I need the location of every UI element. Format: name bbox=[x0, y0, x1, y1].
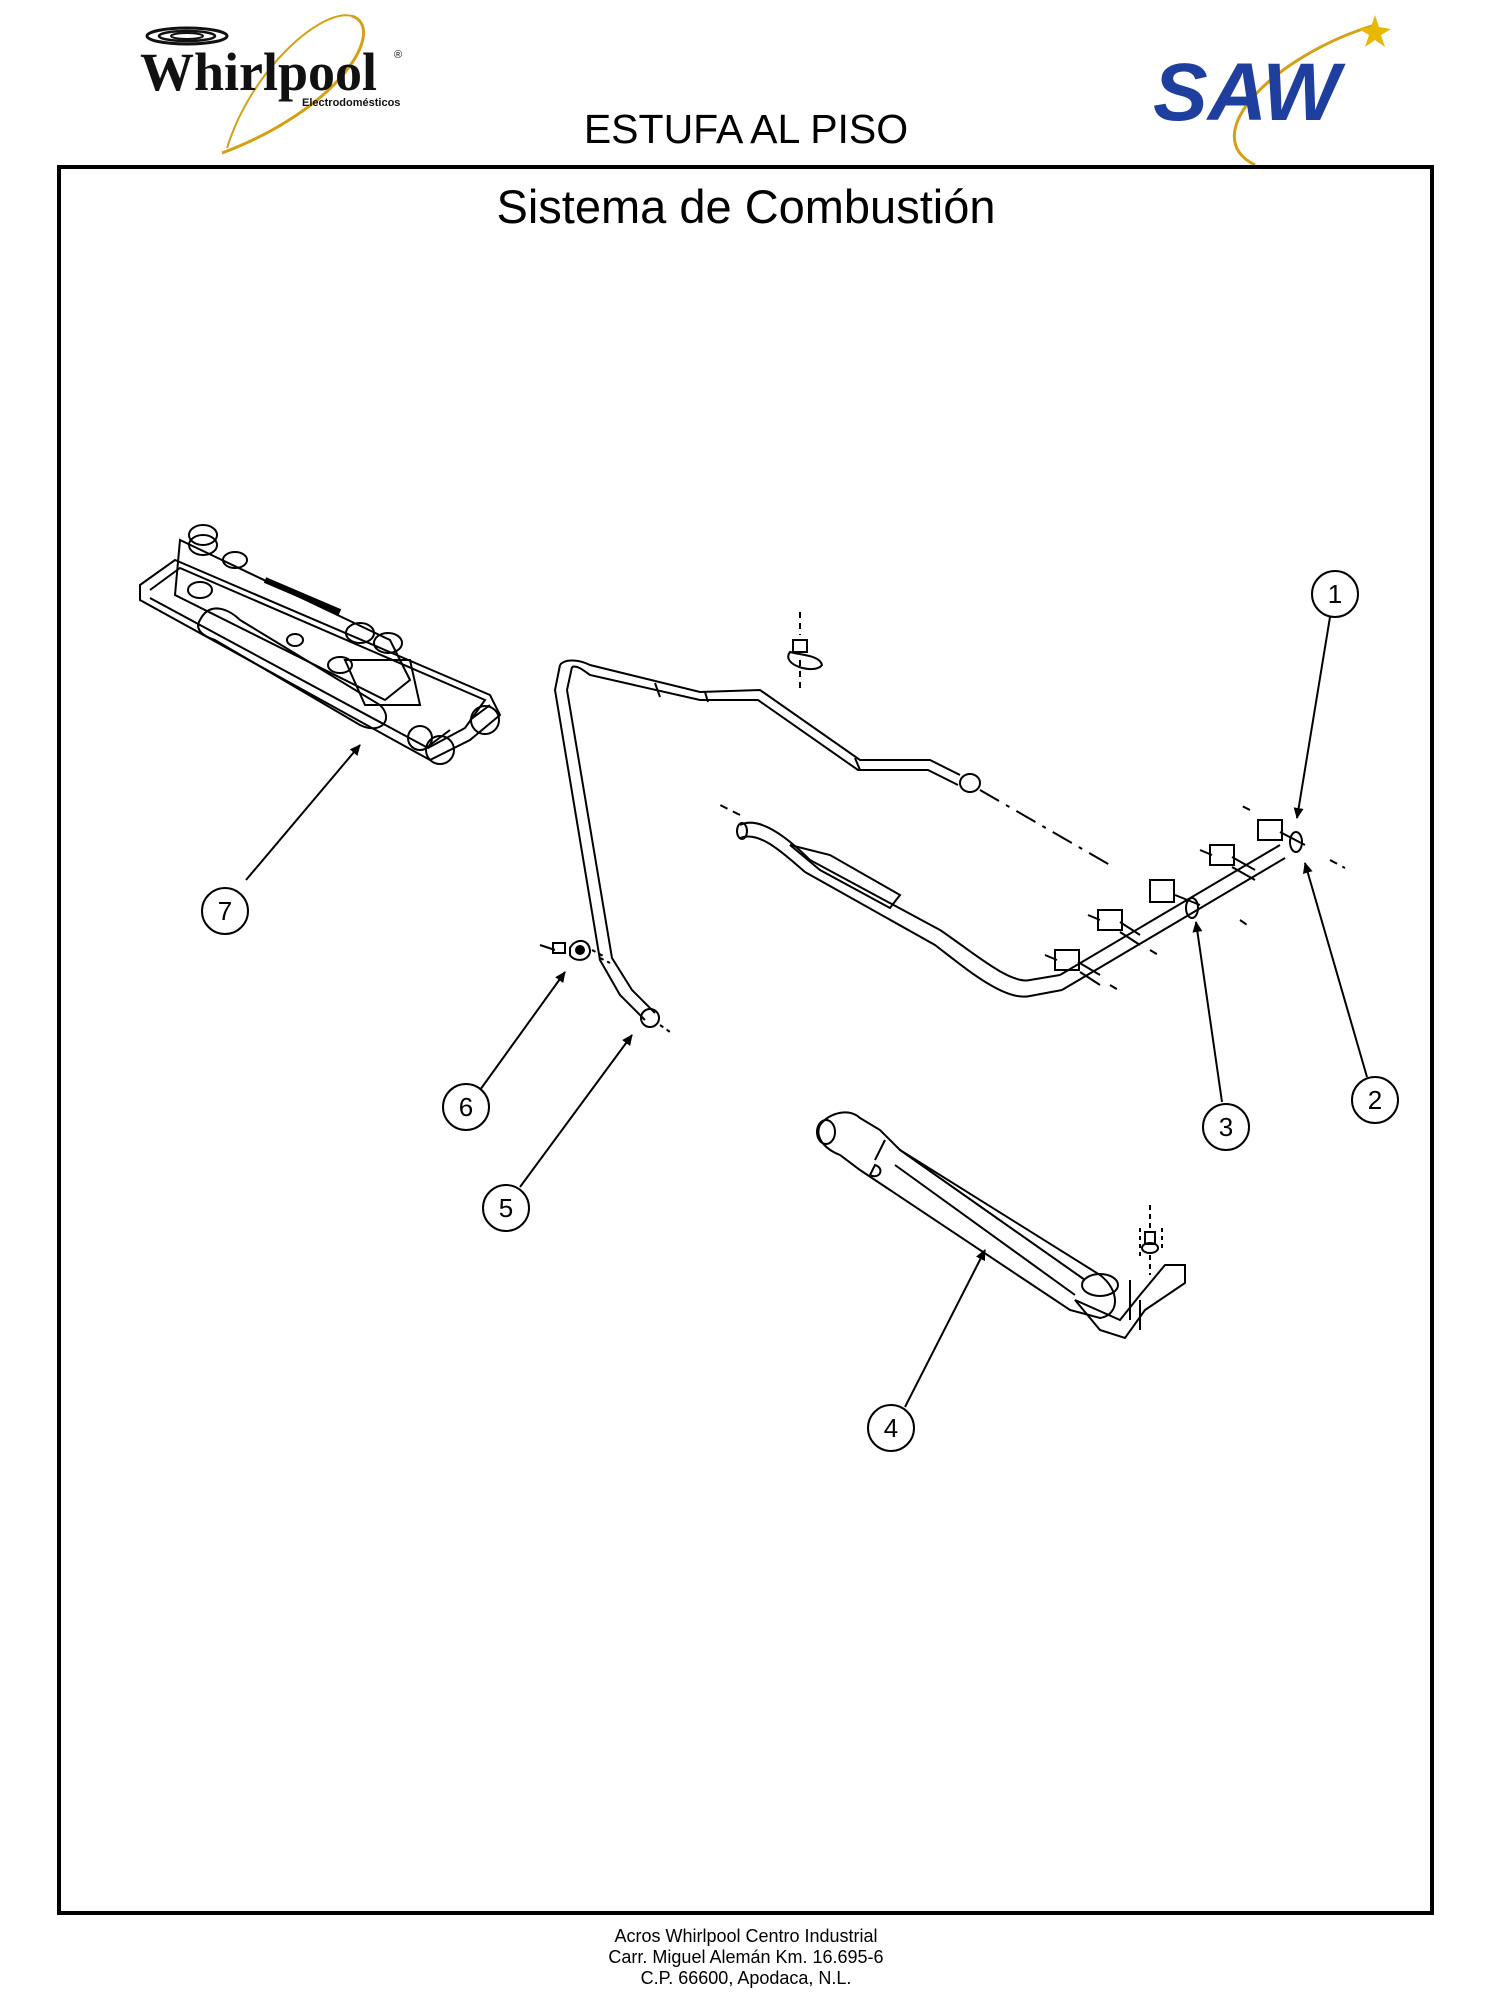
leader-4 bbox=[904, 1249, 986, 1408]
callout-3: 3 bbox=[1202, 1103, 1250, 1151]
footer-line-3: C.P. 66600, Apodaca, N.L. bbox=[640, 1968, 852, 1988]
valve-1 bbox=[1044, 949, 1101, 986]
svg-text:Electrodomésticos: Electrodomésticos bbox=[302, 97, 400, 109]
valve-2 bbox=[1087, 909, 1141, 946]
callout-label: 6 bbox=[459, 1092, 473, 1122]
callout-label: 4 bbox=[884, 1413, 898, 1443]
valve-5 bbox=[1257, 819, 1306, 853]
leader-1 bbox=[1293, 616, 1331, 819]
part-7-top-burner-assembly bbox=[139, 524, 502, 765]
leader-lines bbox=[245, 616, 1368, 1408]
leader-5 bbox=[519, 1034, 633, 1188]
footer-line-2: Carr. Miguel Alemán Km. 16.695-6 bbox=[608, 1947, 884, 1967]
parts-1-3-manifold-assembly bbox=[719, 804, 1346, 998]
footer-line-1: Acros Whirlpool Centro Industrial bbox=[614, 1926, 878, 1946]
saw-logo: SAW bbox=[1135, 15, 1395, 170]
part-4-oven-burner bbox=[816, 1111, 1186, 1340]
leader-3 bbox=[1192, 921, 1223, 1103]
svg-text:Whirlpool: Whirlpool bbox=[140, 42, 377, 102]
valve-4 bbox=[1199, 844, 1256, 881]
document-title: ESTUFA AL PISO bbox=[583, 106, 909, 152]
callout-1: 1 bbox=[1311, 570, 1359, 618]
callout-label: 5 bbox=[499, 1193, 513, 1223]
section-title: Sistema de Combustión bbox=[496, 180, 996, 233]
callout-label: 7 bbox=[218, 896, 232, 926]
callout-4: 4 bbox=[867, 1404, 915, 1452]
leader-6 bbox=[479, 971, 566, 1091]
svg-text:SAW: SAW bbox=[1153, 47, 1346, 138]
leader-7 bbox=[245, 744, 361, 881]
whirlpool-logo: Whirlpool ® Electrodomésticos bbox=[112, 8, 412, 158]
part-5-gas-tube bbox=[553, 659, 1111, 1033]
footer-address: Acros Whirlpool Centro Industrial Carr. … bbox=[0, 1926, 1492, 1989]
callout-7: 7 bbox=[201, 887, 249, 935]
diagram-frame bbox=[57, 165, 1434, 1915]
callout-5: 5 bbox=[482, 1184, 530, 1232]
callout-label: 2 bbox=[1368, 1085, 1382, 1115]
part-6-screw-clip bbox=[539, 940, 611, 964]
leader-2 bbox=[1302, 862, 1368, 1078]
part-top-clip bbox=[787, 612, 824, 688]
svg-text:®: ® bbox=[394, 49, 402, 61]
callout-2: 2 bbox=[1351, 1076, 1399, 1124]
callout-6: 6 bbox=[442, 1083, 490, 1131]
callout-label: 3 bbox=[1219, 1112, 1233, 1142]
valve-3 bbox=[1149, 879, 1201, 919]
callout-label: 1 bbox=[1328, 579, 1342, 609]
